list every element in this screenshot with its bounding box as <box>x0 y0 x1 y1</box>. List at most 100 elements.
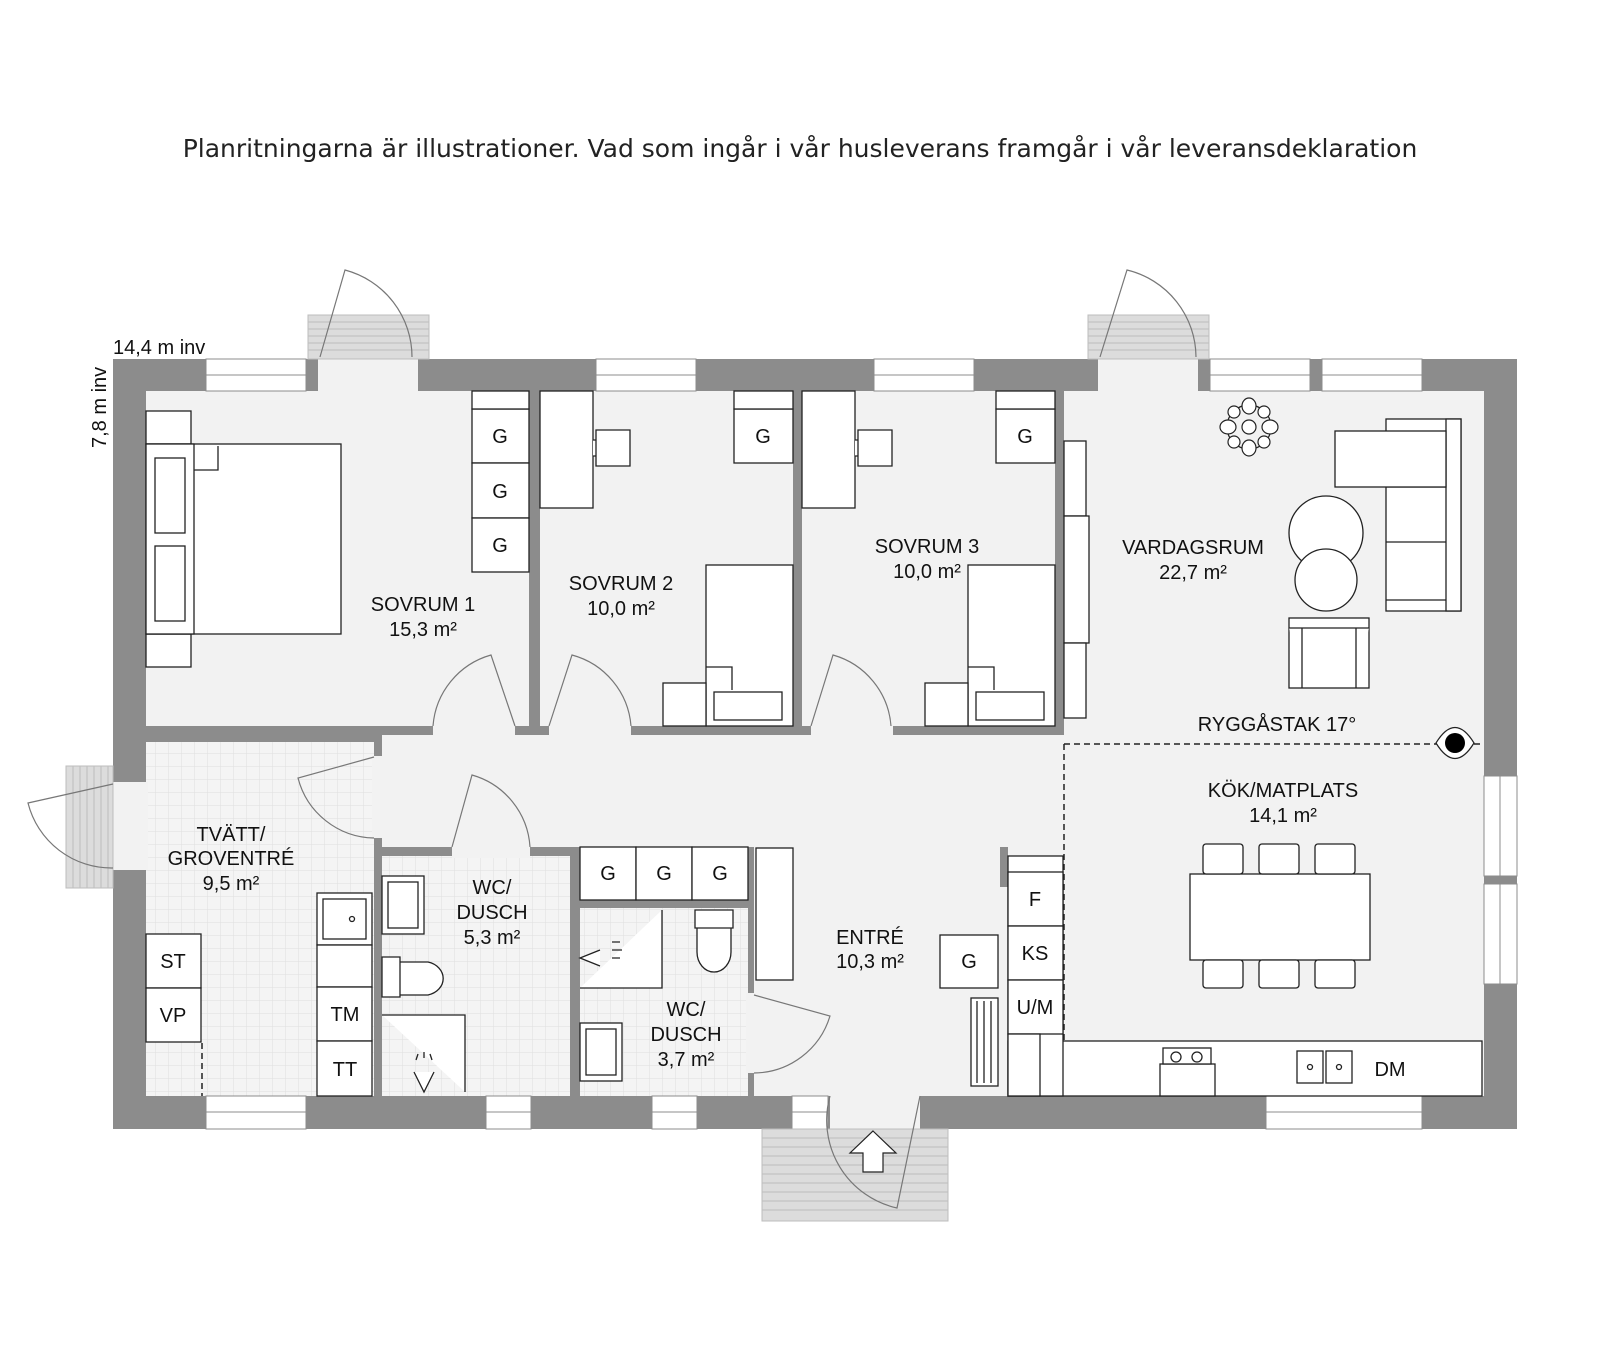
opening-wc2 <box>746 993 756 1073</box>
chair-bottom-1 <box>1202 959 1244 989</box>
stove <box>1159 1063 1216 1097</box>
wardrobe-label: G <box>492 426 508 448</box>
disclaimer-text: Planritningarna är illustrationer. Vad s… <box>182 134 1418 163</box>
door-swings <box>27 269 1197 1209</box>
dining-table <box>1189 873 1371 961</box>
door-tvatt <box>297 756 375 839</box>
fridge-label: F <box>1029 889 1041 911</box>
room-name-kok: KÖK/MATPLATS <box>1208 780 1358 802</box>
wall-wc1-right <box>570 847 580 1096</box>
hall-cabinet <box>755 847 794 981</box>
opening-sovrum-1 <box>433 724 515 737</box>
dishwasher-label: DM <box>1374 1059 1405 1081</box>
room-labels: SOVRUM 1 15,3 m² SOVRUM 2 10,0 m² SOVRUM… <box>168 536 1359 1071</box>
nightstand-bottom <box>145 633 192 668</box>
windows <box>205 358 1518 1130</box>
room-name-wc2-1: WC/ <box>667 999 706 1021</box>
room-name-entre: ENTRÉ <box>836 926 904 949</box>
freezer-label: KS <box>1022 943 1049 965</box>
sink-2 <box>1325 1050 1353 1084</box>
room-area-wc1: 5,3 m² <box>464 927 521 949</box>
room-name-sovrum-2: SOVRUM 2 <box>569 573 673 595</box>
wc2-shower-icon <box>578 941 622 967</box>
laundry-st-label: ST <box>160 951 186 973</box>
wardrobe-label: G <box>712 863 728 885</box>
chair-top-3 <box>1314 843 1356 875</box>
chair-sovrum-2 <box>593 429 631 467</box>
entry-arrow-icon <box>848 1130 898 1173</box>
fixture-um <box>1007 979 1064 1035</box>
wardrobe-label: G <box>961 951 977 973</box>
wardrobe-sovrum1-2 <box>471 462 530 519</box>
door-wc2 <box>753 994 831 1074</box>
fixture-f <box>1007 871 1064 927</box>
room-area-sovrum-1: 15,3 m² <box>389 619 457 641</box>
wc2-toilet <box>694 909 734 973</box>
stove-top <box>1162 1047 1212 1065</box>
step-entre <box>761 1128 949 1222</box>
floor-hall <box>380 735 1064 847</box>
room-name-wc2-2: DUSCH <box>650 1024 721 1046</box>
wardrobe-sovrum1-3 <box>471 517 530 573</box>
wardrobe-hall-3 <box>691 846 749 901</box>
fixture-tm <box>316 986 373 1042</box>
fixture-ks <box>1007 925 1064 981</box>
tv-bench-3 <box>1063 642 1087 719</box>
bed-fold <box>194 446 219 471</box>
fold-sovrum-3 <box>968 666 995 690</box>
pillow-sovrum-2 <box>713 691 783 721</box>
fold-sovrum-2 <box>706 666 733 690</box>
shoe-bench-slats <box>976 1001 992 1083</box>
room-name-sovrum-1: SOVRUM 1 <box>371 594 475 616</box>
chair-bottom-2 <box>1258 959 1300 989</box>
wardrobe-sovrum2 <box>733 408 794 464</box>
door-front <box>826 1095 921 1209</box>
nightstand-sovrum-2 <box>662 682 707 727</box>
fixture-tt <box>316 1040 373 1097</box>
room-area-tvatt: 9,5 m² <box>203 873 260 895</box>
door-tvatt-outside <box>27 783 114 869</box>
opening-vardagsrum <box>1053 735 1066 845</box>
wc1-shower-icon <box>413 1052 435 1094</box>
tv-bench-2 <box>1063 515 1090 644</box>
laundry-vp-label: VP <box>160 1005 187 1027</box>
wardrobe-label: G <box>492 481 508 503</box>
door-vardagsrum-terrace <box>1099 269 1197 358</box>
drain-1 <box>1306 1063 1314 1071</box>
fixture-boxes <box>145 390 1064 1097</box>
pillow-sovrum-3 <box>975 691 1045 721</box>
chaise-lounge <box>1334 430 1447 488</box>
fixture-st <box>145 933 202 989</box>
room-area-vardagsrum: 22,7 m² <box>1159 562 1227 584</box>
chair-top-1 <box>1202 843 1244 875</box>
door-sovrum-1 <box>432 654 516 727</box>
laundry-drain <box>348 915 356 923</box>
room-area-sovrum-3: 10,0 m² <box>893 561 961 583</box>
fixture-vp <box>145 987 202 1043</box>
chair-top-2 <box>1258 843 1300 875</box>
desk-sovrum-3 <box>801 390 856 509</box>
laundry-tt-label: TT <box>333 1059 357 1081</box>
room-name-wc1-2: DUSCH <box>456 902 527 924</box>
door-sovrum-2 <box>548 654 632 727</box>
wall-tvatt-right <box>374 735 382 1096</box>
coffee-table-small <box>1294 548 1358 612</box>
wardrobe-label: G <box>1017 426 1033 448</box>
laundry-sink <box>322 898 367 940</box>
nightstand-sovrum-3 <box>924 682 969 727</box>
door-sovrum-3 <box>810 654 892 727</box>
room-name-wc1-1: WC/ <box>473 877 512 899</box>
opening-front <box>830 1094 920 1130</box>
dimension-width: 14,4 m inv <box>113 337 205 359</box>
dimension-depth: 7,8 m inv <box>89 367 111 448</box>
wardrobe-entre <box>939 934 999 989</box>
burner-2 <box>1191 1051 1203 1063</box>
wc2-shower-wall <box>580 910 663 989</box>
room-name-tvatt-1: TVÄTT/ <box>197 824 266 846</box>
room-area-wc2: 3,7 m² <box>658 1049 715 1071</box>
plant-icon <box>1219 397 1279 457</box>
chair-sovrum-3 <box>855 429 893 467</box>
sink-1 <box>1296 1050 1324 1084</box>
opening-wc1 <box>452 845 530 858</box>
